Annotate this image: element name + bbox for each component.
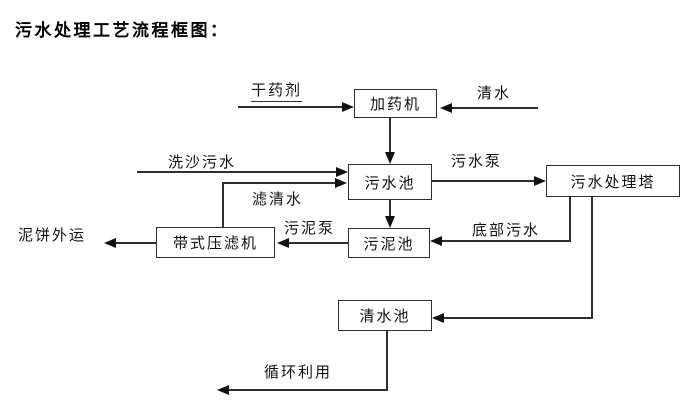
node-treatment-tower: 污水处理塔 [546, 165, 680, 197]
node-sewage-pool-label: 污水池 [364, 173, 416, 192]
edge-mud-cake-line [116, 242, 156, 244]
arrow-right-icon [336, 167, 348, 177]
arrow-left-icon [430, 236, 442, 246]
edge-dosing-to-sewage-line [389, 118, 391, 153]
node-clean-water-pool: 清水池 [338, 300, 432, 331]
node-sludge-pool-label: 污泥池 [363, 234, 415, 253]
edge-recycle-riser [386, 331, 388, 391]
arrow-left-icon [277, 238, 289, 248]
arrow-left-icon [217, 385, 229, 395]
edge-label-filtered-water: 滤清水 [252, 190, 304, 208]
edge-bottom-sewage-line [442, 240, 570, 242]
edge-sewage-pump-line [432, 180, 535, 182]
edge-filtered-water-line [222, 182, 335, 184]
edge-filtered-water-riser [222, 182, 224, 227]
edge-dry-agent-line [238, 106, 343, 108]
edge-tower-to-clean-riser [591, 197, 593, 319]
node-clean-water-pool-label: 清水池 [359, 307, 411, 325]
node-belt-filter-press-label: 带式压滤机 [172, 234, 258, 252]
node-belt-filter-press: 带式压滤机 [156, 227, 275, 258]
edge-label-sand-wash-sewage: 洗沙污水 [168, 153, 237, 171]
arrow-left-icon [104, 238, 116, 248]
arrow-right-icon [342, 102, 354, 112]
diagram-title: 污水处理工艺流程框图： [15, 21, 230, 41]
edge-sand-wash-line [137, 171, 337, 173]
arrow-left-icon [432, 313, 444, 323]
edge-sludge-pump-line [289, 242, 348, 244]
arrow-right-icon [335, 178, 347, 188]
edge-label-bottom-sewage: 底部污水 [472, 221, 541, 239]
edge-label-sludge-pump: 污泥泵 [284, 219, 336, 237]
node-sludge-pool: 污泥池 [348, 228, 430, 258]
edge-clean-water-line [452, 107, 538, 109]
arrow-down-icon [385, 216, 395, 228]
edge-label-mud-cake-out: 泥饼外运 [18, 226, 87, 244]
edge-tower-to-clean-line [444, 317, 592, 319]
node-dosing-machine: 加药机 [354, 89, 437, 118]
node-treatment-tower-label: 污水处理塔 [570, 172, 656, 191]
edge-label-sewage-pump: 污水泵 [451, 152, 503, 170]
arrow-left-icon [440, 103, 452, 113]
edge-label-dry-agent: 干药剂 [251, 79, 303, 102]
edge-bottom-sewage-riser [569, 197, 571, 242]
edge-label-clean-water: 清水 [477, 84, 512, 102]
node-dosing-machine-label: 加药机 [369, 95, 421, 113]
edge-recycle-line [229, 389, 387, 391]
arrow-down-icon [385, 152, 395, 164]
arrow-right-icon [534, 176, 546, 186]
edge-sewage-to-sludge-line [389, 200, 391, 217]
node-sewage-pool: 污水池 [348, 164, 432, 200]
edge-label-recycle-use: 循环利用 [264, 363, 333, 381]
